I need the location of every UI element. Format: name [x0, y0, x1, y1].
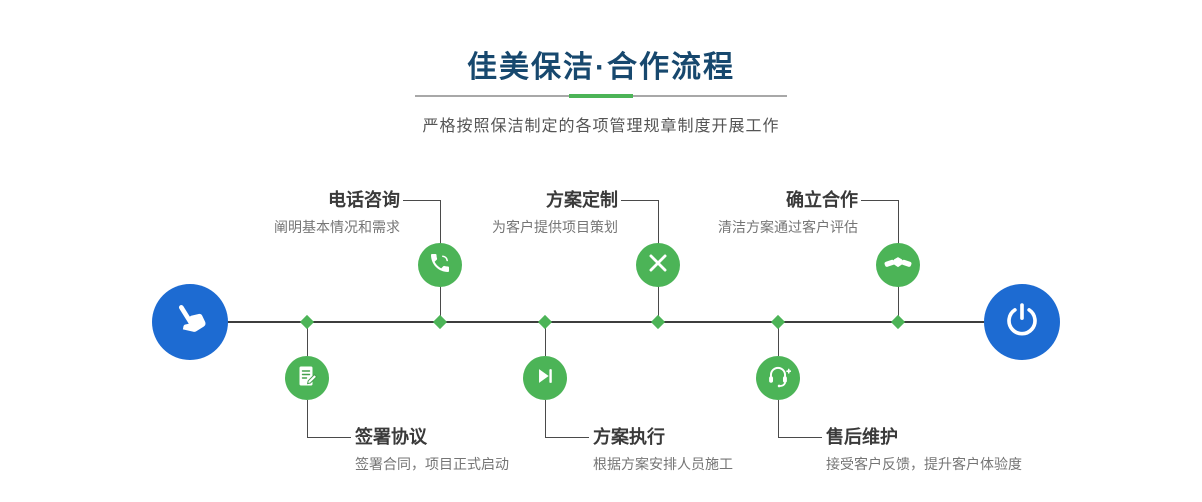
contract-icon: [295, 364, 319, 393]
step-desc: 接受客户反馈，提升客户体验度: [826, 456, 1022, 472]
step-label-service: 售后维护 接受客户反馈，提升客户体验度: [826, 427, 1022, 473]
step-desc: 签署合同，项目正式启动: [355, 456, 509, 472]
timeline-diamond: [770, 314, 786, 330]
headset-icon: [765, 363, 792, 394]
connector: [545, 400, 589, 438]
pointer-hand-icon: [170, 300, 210, 345]
connector: [898, 286, 899, 322]
step-node-execute: [523, 356, 567, 400]
connector: [440, 286, 441, 322]
handshake-icon: [884, 249, 912, 282]
step-node-phone: [418, 243, 462, 287]
step-label-contract: 签署协议 签署合同，项目正式启动: [355, 427, 509, 473]
connector: [307, 322, 308, 356]
title-underline-accent: [569, 94, 633, 98]
connector: [621, 200, 659, 244]
connector: [778, 322, 779, 356]
connector: [778, 400, 822, 438]
step-title: 售后维护: [826, 427, 898, 447]
step-title: 方案定制: [546, 190, 618, 210]
flow-end-node: [984, 284, 1060, 360]
step-node-design: [636, 243, 680, 287]
step-title: 电话咨询: [328, 190, 400, 210]
step-desc: 根据方案安排人员施工: [593, 456, 733, 472]
power-icon: [1003, 301, 1041, 344]
timeline-diamond: [537, 314, 553, 330]
connector: [658, 286, 659, 322]
page-subtitle: 严格按照保洁制定的各项管理规章制度开展工作: [422, 118, 780, 135]
connector: [545, 322, 546, 356]
step-desc: 清洁方案通过客户评估: [718, 219, 858, 235]
phone-icon: [428, 251, 452, 280]
step-title: 确立合作: [786, 190, 858, 210]
step-node-service: [756, 356, 800, 400]
step-desc: 为客户提供项目策划: [492, 219, 618, 235]
play-next-icon: [534, 365, 556, 392]
connector: [861, 200, 899, 244]
connector: [403, 200, 441, 244]
step-label-phone: 电话咨询 阐明基本情况和需求: [274, 190, 400, 236]
timeline-diamond: [432, 314, 448, 330]
step-label-handshake: 确立合作 清洁方案通过客户评估: [718, 190, 858, 236]
pen-design-icon: [645, 250, 671, 281]
step-title: 方案执行: [593, 427, 665, 447]
timeline-diamond: [650, 314, 666, 330]
step-label-design: 方案定制 为客户提供项目策划: [492, 190, 618, 236]
title-underline: [415, 94, 787, 98]
step-node-contract: [285, 356, 329, 400]
step-title: 签署协议: [355, 427, 427, 447]
flow-start-node: [152, 284, 228, 360]
timeline-diamond: [890, 314, 906, 330]
step-label-execute: 方案执行 根据方案安排人员施工: [593, 427, 733, 473]
step-desc: 阐明基本情况和需求: [274, 219, 400, 235]
timeline-line: [190, 321, 1022, 323]
step-node-handshake: [876, 243, 920, 287]
timeline-diamond: [299, 314, 315, 330]
connector: [307, 400, 351, 438]
page-title: 佳美保洁·合作流程: [467, 51, 735, 84]
